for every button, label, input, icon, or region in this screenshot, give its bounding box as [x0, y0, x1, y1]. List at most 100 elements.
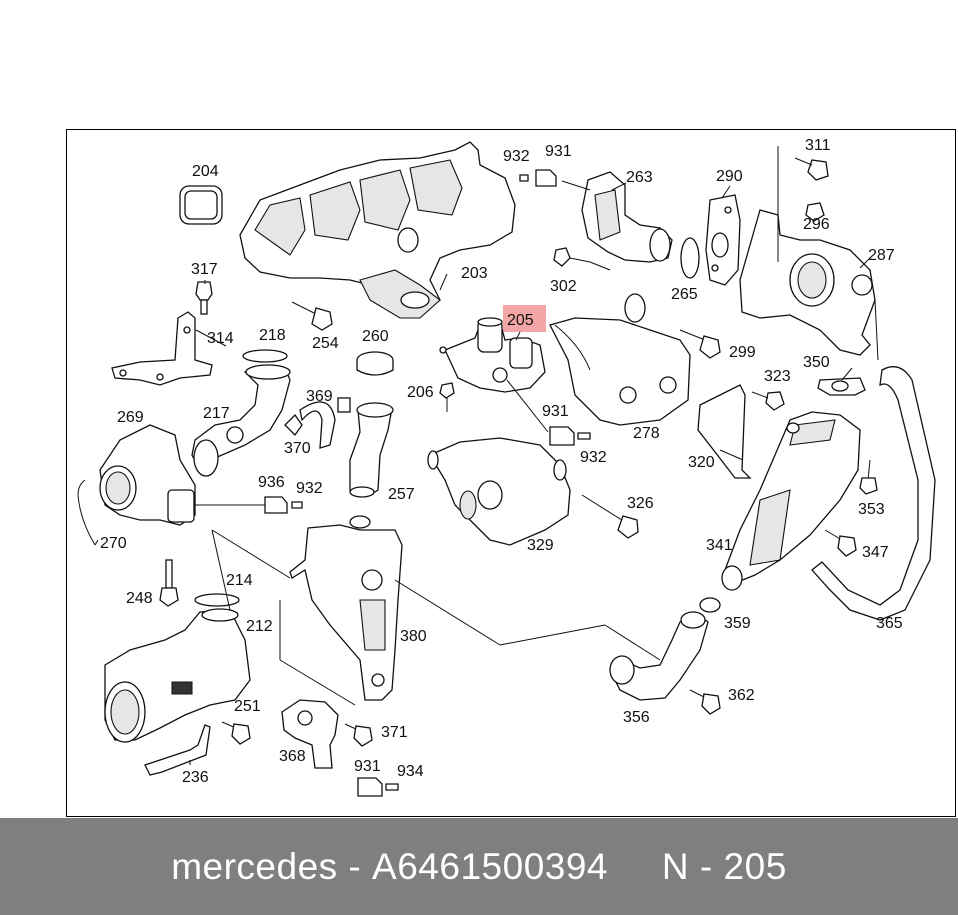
part-label-260: 260	[362, 328, 389, 345]
part-931-connector-bottom	[357, 777, 399, 797]
part-label-314: 314	[207, 330, 234, 347]
part-label-203: 203	[461, 265, 488, 282]
footer-position-prefix: N	[661, 845, 690, 887]
part-label-936: 936	[258, 474, 285, 491]
part-label-265: 265	[671, 286, 698, 303]
part-label-269: 269	[117, 409, 144, 426]
part-270-wire	[77, 479, 96, 546]
part-label-214: 214	[226, 572, 253, 589]
part-931-connector-top	[519, 169, 557, 187]
part-203-manifold	[239, 141, 516, 319]
part-302-bolt	[553, 247, 591, 267]
part-263-valve	[581, 171, 673, 263]
part-label-205: 205	[507, 312, 534, 329]
part-label-932: 932	[503, 148, 530, 165]
part-label-206: 206	[407, 384, 434, 401]
part-label-371: 371	[381, 724, 408, 741]
part-label-370: 370	[284, 440, 311, 457]
part-214-seal	[194, 593, 240, 607]
part-248-bolt	[159, 559, 179, 607]
diagram-frame	[66, 129, 956, 817]
part-311-bolt	[794, 157, 829, 181]
part-label-212: 212	[246, 618, 273, 635]
part-label-287: 287	[868, 247, 895, 264]
part-936-connector	[264, 496, 303, 514]
footer-part-number: A6461500394	[372, 845, 609, 887]
footer-bar: mercedes - A6461500394 N - 205	[0, 818, 958, 915]
part-329-valve	[427, 437, 571, 546]
part-380-bracket	[289, 515, 403, 701]
part-278-housing	[549, 293, 691, 426]
part-label-299: 299	[729, 344, 756, 361]
part-341-cooler	[721, 411, 861, 591]
part-323-bolt	[751, 391, 785, 411]
part-365-hose	[811, 366, 936, 621]
part-251-bolt	[221, 721, 251, 745]
part-317-bolt	[195, 281, 213, 315]
part-370-clip	[284, 413, 303, 437]
part-label-326: 326	[627, 495, 654, 512]
part-label-369: 369	[306, 388, 333, 405]
part-label-341: 341	[706, 537, 733, 554]
part-350-gasket	[817, 377, 866, 396]
part-257-hose	[349, 402, 394, 498]
leader-lines	[94, 146, 879, 765]
part-label-204: 204	[192, 163, 219, 180]
footer-gap	[608, 846, 662, 888]
part-296-bolt	[805, 202, 825, 222]
part-label-248: 248	[126, 590, 153, 607]
part-347-bolt	[824, 529, 857, 557]
part-368-sensor	[281, 699, 339, 769]
part-label-931: 931	[545, 143, 572, 160]
part-931-connector-mid	[549, 426, 591, 446]
part-236-bracket	[144, 724, 211, 776]
part-label-932: 932	[580, 449, 607, 466]
part-260-clamp	[356, 351, 394, 376]
part-label-236: 236	[182, 769, 209, 786]
part-label-317: 317	[191, 261, 218, 278]
part-290-gasket	[705, 194, 741, 286]
part-label-362: 362	[728, 687, 755, 704]
part-369-hose	[299, 401, 336, 449]
footer-brand: mercedes	[171, 845, 338, 887]
highlight-box	[503, 305, 546, 332]
part-371-bolt	[344, 723, 373, 747]
part-label-380: 380	[400, 628, 427, 645]
part-254-bolt	[291, 301, 333, 331]
part-326-bolt	[581, 494, 639, 539]
footer-separator: -	[689, 845, 724, 887]
part-label-350: 350	[803, 354, 830, 371]
part-label-278: 278	[633, 425, 660, 442]
part-label-934: 934	[397, 763, 424, 780]
part-320-bracket	[697, 384, 752, 479]
part-label-931: 931	[542, 403, 569, 420]
part-205-actuator	[439, 317, 546, 393]
part-353-bolt	[859, 459, 878, 495]
part-217-pipe	[191, 364, 291, 477]
part-label-353: 353	[858, 501, 885, 518]
part-362-bolt	[689, 689, 721, 715]
part-287-housing	[739, 209, 876, 356]
part-label-311: 311	[805, 137, 831, 154]
part-label-365: 365	[876, 615, 903, 632]
part-369-connector	[337, 397, 351, 413]
part-359-seal	[699, 597, 721, 613]
part-label-320: 320	[688, 454, 715, 471]
part-label-263: 263	[626, 169, 653, 186]
part-label-270: 270	[100, 535, 127, 552]
part-label-931: 931	[354, 758, 381, 775]
part-356-pipe	[609, 611, 709, 701]
part-label-290: 290	[716, 168, 743, 185]
part-label-217: 217	[203, 405, 230, 422]
part-label-329: 329	[527, 537, 554, 554]
part-label-254: 254	[312, 335, 339, 352]
part-label-356: 356	[623, 709, 650, 726]
part-label-302: 302	[550, 278, 577, 295]
part-206-bolt	[439, 382, 455, 412]
part-label-368: 368	[279, 748, 306, 765]
part-314-bracket	[111, 311, 213, 386]
footer-position: 205	[723, 845, 787, 887]
